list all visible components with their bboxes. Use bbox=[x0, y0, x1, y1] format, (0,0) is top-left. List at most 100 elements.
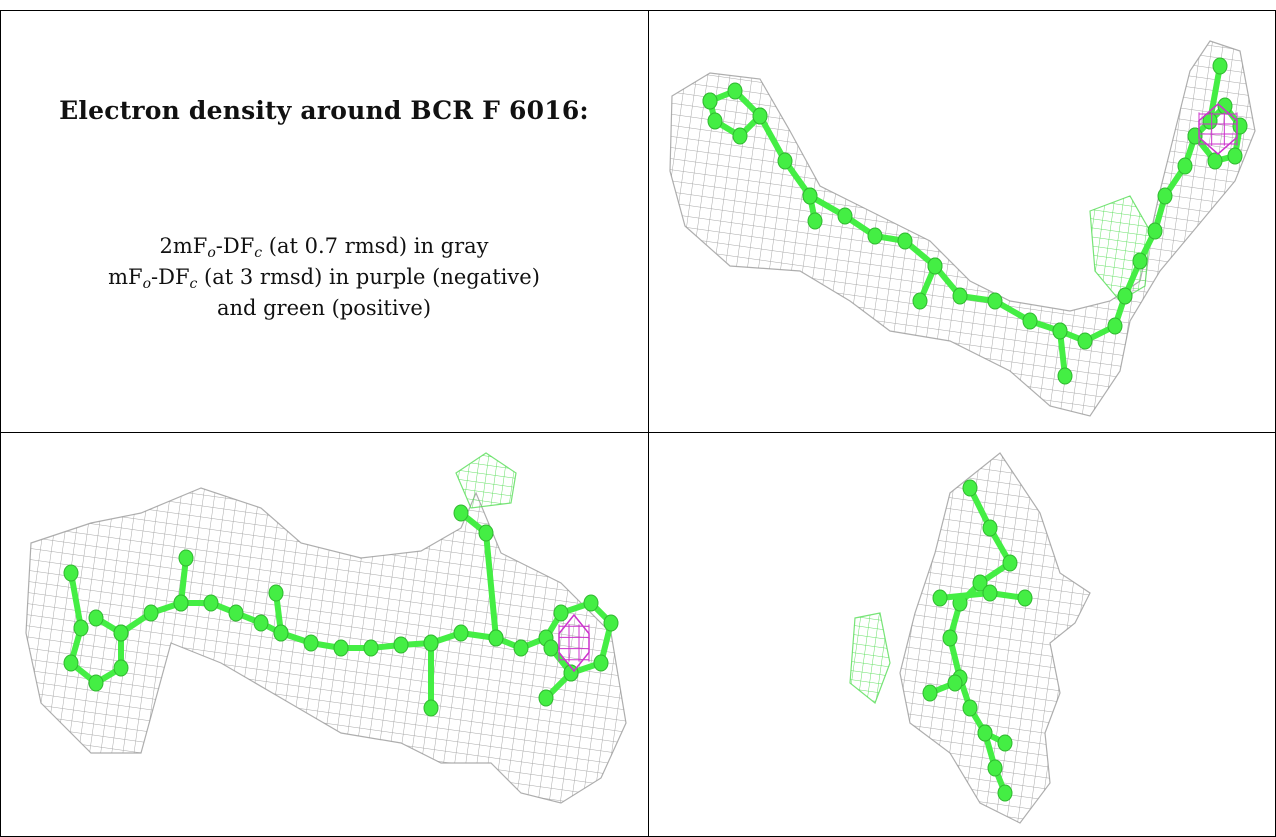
atom bbox=[732, 127, 748, 145]
atom bbox=[897, 232, 913, 250]
atom bbox=[837, 207, 853, 225]
table-border-top bbox=[0, 10, 1276, 11]
atom bbox=[63, 654, 79, 672]
atom bbox=[1107, 317, 1123, 335]
atom bbox=[777, 152, 793, 170]
atom bbox=[977, 724, 993, 742]
atom bbox=[1117, 287, 1133, 305]
atom bbox=[962, 699, 978, 717]
atom bbox=[593, 654, 609, 672]
atom bbox=[478, 524, 494, 542]
caption-title: Electron density around BCR F 6016: bbox=[59, 96, 589, 125]
atom bbox=[453, 504, 469, 522]
atom bbox=[927, 257, 943, 275]
atom bbox=[543, 639, 559, 657]
atom bbox=[563, 664, 579, 682]
atom bbox=[113, 624, 129, 642]
atom bbox=[113, 659, 129, 677]
methyl-2 bbox=[912, 257, 943, 310]
atom bbox=[488, 629, 504, 647]
atom bbox=[947, 674, 963, 692]
atom bbox=[932, 589, 948, 607]
atom bbox=[273, 624, 289, 642]
atom bbox=[538, 689, 554, 707]
atom bbox=[423, 634, 439, 652]
atom bbox=[228, 604, 244, 622]
atom bbox=[253, 614, 269, 632]
atom bbox=[553, 604, 569, 622]
atom bbox=[178, 549, 194, 567]
atom bbox=[982, 584, 998, 602]
mesh-2fofc bbox=[899, 452, 1091, 824]
atom bbox=[88, 674, 104, 692]
atom bbox=[867, 227, 883, 245]
atom bbox=[143, 604, 159, 622]
caption-line-2fofc: 2mFo-DFc (at 0.7 rmsd) in gray bbox=[159, 234, 489, 261]
atom bbox=[1077, 332, 1093, 350]
methyl-2 bbox=[268, 584, 289, 642]
atom bbox=[1187, 127, 1203, 145]
branch-1 bbox=[932, 584, 1033, 607]
mesh-positive bbox=[455, 452, 517, 509]
density-panel-bottom-right bbox=[849, 452, 1091, 824]
branch-3 bbox=[977, 724, 1013, 752]
atom bbox=[922, 684, 938, 702]
atom bbox=[1002, 554, 1018, 572]
atom bbox=[1227, 147, 1243, 165]
atom bbox=[1017, 589, 1033, 607]
methyl-1 bbox=[173, 549, 194, 612]
atom bbox=[63, 564, 79, 582]
atom bbox=[997, 784, 1013, 802]
atom bbox=[1207, 152, 1223, 170]
atom bbox=[1147, 222, 1163, 240]
atom bbox=[802, 187, 818, 205]
atom bbox=[173, 594, 189, 612]
mesh-2fofc bbox=[669, 40, 1256, 417]
caption-cell: Electron density around BCR F 6016: 2mFo… bbox=[0, 0, 648, 432]
atom bbox=[268, 584, 284, 602]
atom bbox=[1212, 57, 1228, 75]
atom bbox=[363, 639, 379, 657]
table-border-center bbox=[648, 10, 649, 837]
atom bbox=[752, 107, 768, 125]
mesh-positive bbox=[849, 612, 891, 704]
atom bbox=[1202, 112, 1218, 130]
methyl-1 bbox=[802, 187, 823, 230]
mesh-negative bbox=[1198, 103, 1238, 155]
atom bbox=[513, 639, 529, 657]
caption-line-positive: and green (positive) bbox=[216, 296, 432, 320]
atom bbox=[423, 699, 439, 717]
density-panel-bottom-left bbox=[25, 452, 627, 804]
atom bbox=[702, 92, 718, 110]
atom bbox=[912, 292, 928, 310]
mesh-positive bbox=[1089, 195, 1151, 302]
atom bbox=[987, 759, 1003, 777]
atom bbox=[997, 734, 1013, 752]
caption-body: 2mFo-DFc (at 0.7 rmsd) in gray mFo-DFc (… bbox=[0, 231, 648, 324]
atom bbox=[393, 636, 409, 654]
atom bbox=[603, 614, 619, 632]
carotenoid-chain bbox=[942, 479, 1018, 802]
table-border-left bbox=[0, 10, 1, 837]
atom bbox=[1057, 367, 1073, 385]
methyl-5 bbox=[538, 664, 579, 707]
atom bbox=[1022, 312, 1038, 330]
atom bbox=[942, 629, 958, 647]
methyl-4 bbox=[453, 504, 504, 647]
caption-line-fofc: mFo-DFc (at 3 rmsd) in purple (negative) bbox=[108, 265, 540, 292]
atom bbox=[807, 212, 823, 230]
atom bbox=[583, 594, 599, 612]
atom bbox=[88, 609, 104, 627]
density-panel-top-right bbox=[669, 40, 1256, 417]
atom bbox=[952, 287, 968, 305]
atom bbox=[987, 292, 1003, 310]
branch-2 bbox=[922, 674, 963, 702]
atom bbox=[1052, 322, 1068, 340]
atom bbox=[73, 619, 89, 637]
atom bbox=[1157, 187, 1173, 205]
methyl-3 bbox=[423, 634, 439, 717]
atom bbox=[962, 479, 978, 497]
methyl-3 bbox=[1052, 322, 1073, 385]
methyl-4 bbox=[1202, 57, 1228, 130]
